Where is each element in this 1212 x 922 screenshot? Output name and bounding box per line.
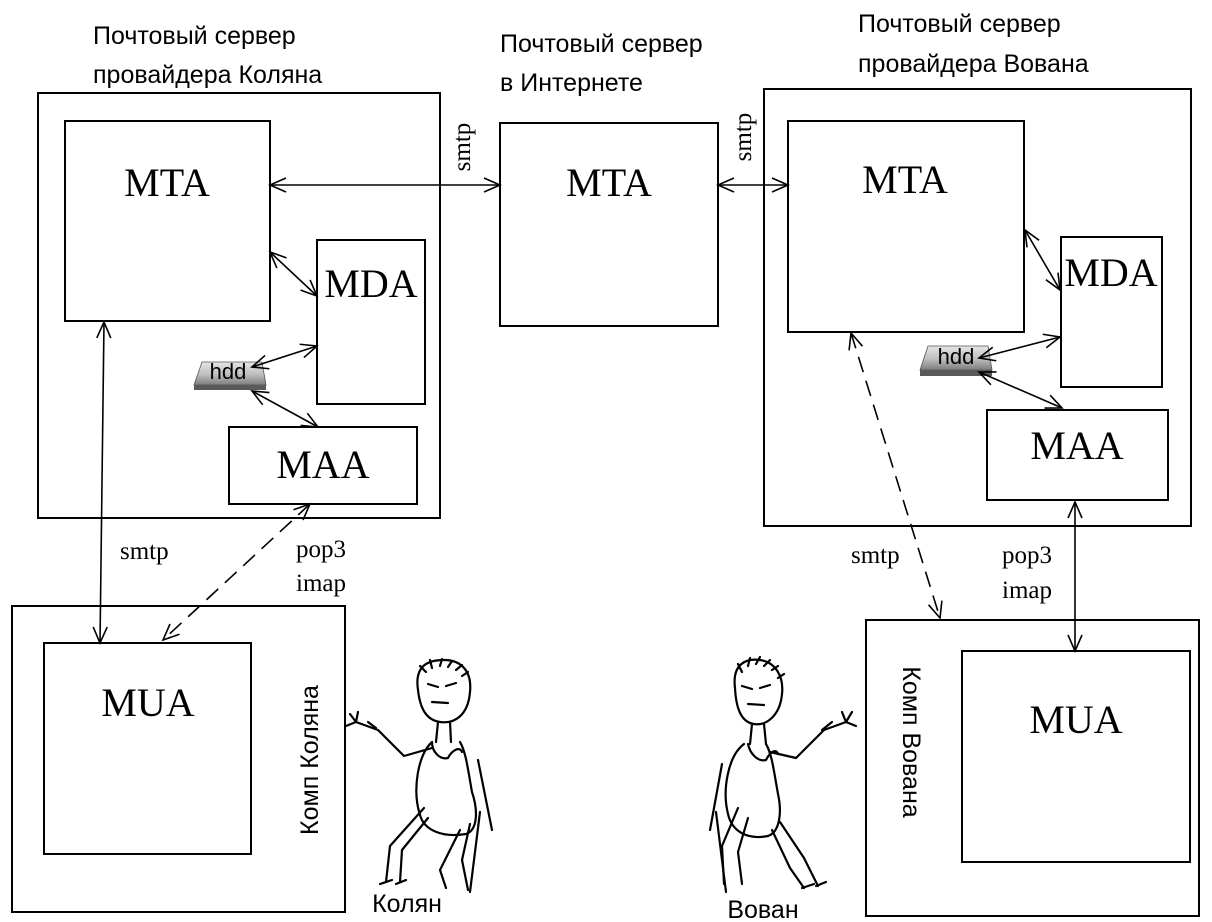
person-vovan-label: Вован <box>727 896 798 922</box>
server-vovan-caption-line1: Почтовый сервер <box>858 10 1061 38</box>
arrow-hdd-kolyan-to-maa <box>250 390 320 428</box>
server-kolyan-caption: Почтовый сервер провайдера Коляна <box>93 22 322 89</box>
mua-kolyan-box <box>43 642 252 855</box>
arrow-mta-kolyan-to-mda <box>268 250 319 298</box>
mta-kolyan-box <box>64 120 271 322</box>
mta-vovan-label: MTA <box>862 157 948 202</box>
maa-kolyan-label: MAA <box>276 442 369 487</box>
person-kolyan-label: Колян <box>372 890 442 918</box>
server-internet-caption-line2: в Интернете <box>500 69 643 97</box>
hdd-kolyan-icon: hdd <box>193 359 267 390</box>
arrow-mta-vovan-to-mda <box>1023 228 1062 292</box>
server-kolyan-caption-line2: провайдера Коляна <box>93 61 322 89</box>
server-vovan-caption: Почтовый сервер провайдера Вована <box>858 10 1089 78</box>
protocol-imap-kolyan-client: imap <box>296 570 346 597</box>
hdd-vovan-icon: hdd <box>919 344 993 376</box>
mda-kolyan-box <box>316 239 426 405</box>
mta-kolyan-label: MTA <box>124 160 210 205</box>
mta-vovan-box <box>787 120 1025 333</box>
protocol-imap-vovan-client: imap <box>1002 577 1052 604</box>
mua-vovan-box <box>961 650 1191 863</box>
maa-vovan-box <box>986 409 1169 501</box>
mta-internet-label: MTA <box>566 160 652 205</box>
comp-vovan-label: Комп Вована <box>897 666 925 817</box>
protocol-smtp-kolyan-internet: smtp <box>449 123 476 172</box>
arrow-hdd-vovan-to-maa <box>977 371 1064 409</box>
mta-internet-box <box>499 122 719 327</box>
mda-kolyan-label: MDA <box>324 261 417 306</box>
vovan-figure: Вован <box>708 655 858 922</box>
hdd-kolyan-label: hdd <box>210 359 247 384</box>
arrow-hdd-kolyan-to-mda <box>250 343 319 370</box>
protocol-smtp-vovan-client: smtp <box>851 542 900 569</box>
mda-vovan-label: MDA <box>1064 250 1157 295</box>
mua-vovan-label: MUA <box>1029 697 1122 742</box>
protocol-pop3-vovan-client: pop3 <box>1002 542 1052 569</box>
protocol-smtp-internet-vovan: smtp <box>730 113 757 162</box>
maa-kolyan-box <box>228 426 418 505</box>
arrow-hdd-vovan-to-mda <box>977 333 1062 362</box>
server-kolyan-caption-line1: Почтовый сервер <box>93 22 296 50</box>
protocol-pop3-kolyan-client: pop3 <box>296 536 346 563</box>
arrow-mua-kolyan-to-mta <box>92 320 112 645</box>
protocol-smtp-kolyan-client: smtp <box>120 538 169 565</box>
server-internet-caption-line1: Почтовый сервер <box>500 30 703 58</box>
mua-kolyan-label: MUA <box>101 680 194 725</box>
kolyan-figure: Колян <box>344 657 494 918</box>
maa-vovan-label: MAA <box>1030 423 1123 468</box>
comp-kolyan-label: Комп Коляна <box>296 685 324 835</box>
server-internet-caption: Почтовый сервер в Интернете <box>500 30 703 97</box>
hdd-vovan-label: hdd <box>938 344 975 369</box>
arrow-mua-kolyan-to-maa <box>161 502 312 642</box>
server-vovan-caption-line2: провайдера Вована <box>858 50 1089 78</box>
mda-vovan-box <box>1060 236 1163 388</box>
